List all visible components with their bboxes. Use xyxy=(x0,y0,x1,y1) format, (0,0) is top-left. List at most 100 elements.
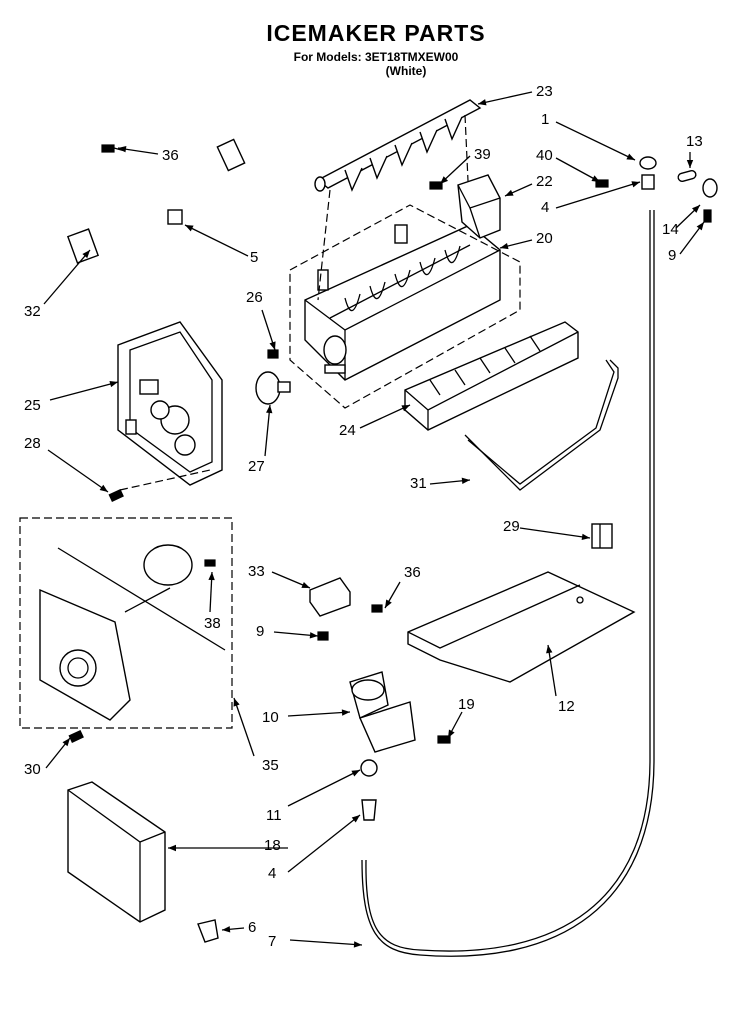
callout-4-bottom: 4 xyxy=(268,865,276,882)
mounting-plate xyxy=(407,571,636,683)
callout-25: 25 xyxy=(24,397,41,414)
color-line: (White) xyxy=(385,64,427,78)
compression-nut xyxy=(360,759,378,777)
callout-31: 31 xyxy=(410,475,427,492)
callout-39: 39 xyxy=(474,146,491,163)
motor-module xyxy=(39,544,226,721)
leader-line xyxy=(555,121,636,161)
heater-part xyxy=(677,170,718,223)
leader-line xyxy=(49,381,119,401)
leader-line xyxy=(233,697,255,757)
callout-19: 19 xyxy=(458,696,475,713)
leader-arrowhead xyxy=(82,250,90,259)
leader-arrowhead xyxy=(631,181,640,188)
leader-arrowhead xyxy=(351,770,360,777)
access-cover xyxy=(67,781,166,923)
leader-arrowhead xyxy=(591,175,600,182)
leader-arrowhead xyxy=(353,941,362,948)
callout-9-top: 9 xyxy=(668,247,676,264)
leader-arrowhead xyxy=(440,176,449,184)
water-tube xyxy=(365,210,651,952)
leader-arrowhead xyxy=(500,242,509,250)
callout-12: 12 xyxy=(558,698,575,715)
water-valve xyxy=(349,671,451,753)
leader-line xyxy=(184,224,249,257)
leader-line xyxy=(359,404,411,429)
callout-9-mid: 9 xyxy=(256,623,264,640)
callout-6: 6 xyxy=(248,919,256,936)
plug xyxy=(197,919,219,943)
leader-arrowhead xyxy=(222,926,231,933)
diagram-title: ICEMAKER PARTS xyxy=(266,20,486,46)
ferrule xyxy=(361,799,377,821)
leader-line xyxy=(264,404,271,457)
leader-arrowhead xyxy=(208,572,215,581)
callout-13: 13 xyxy=(686,133,703,150)
tube-clamp xyxy=(309,577,383,641)
fill-cup xyxy=(457,174,501,239)
screw-28 xyxy=(108,488,124,502)
leader-line xyxy=(287,711,351,717)
water-tube-inner xyxy=(361,210,655,957)
callout-4-top: 4 xyxy=(541,199,549,216)
callout-35: 35 xyxy=(262,757,279,774)
callout-36-top: 36 xyxy=(162,147,179,164)
leader-arrowhead xyxy=(505,189,514,196)
leader-line xyxy=(555,181,641,209)
callout-36-mid: 36 xyxy=(404,564,421,581)
callout-28: 28 xyxy=(24,435,41,452)
module-housing xyxy=(117,321,223,486)
leader-arrowhead xyxy=(461,477,470,484)
leader-line xyxy=(289,939,363,946)
callout-18: 18 xyxy=(264,837,281,854)
leader-arrowhead xyxy=(266,405,273,414)
mounting-bracket xyxy=(404,321,579,431)
leader-arrowhead xyxy=(99,484,108,492)
leader-arrowhead xyxy=(692,205,700,213)
leader-arrowhead xyxy=(185,225,194,232)
leader-arrowhead xyxy=(401,405,410,412)
leader-arrowhead xyxy=(301,581,310,588)
callout-14: 14 xyxy=(662,221,679,238)
callout-7: 7 xyxy=(268,933,276,950)
leader-arrowhead xyxy=(351,815,360,823)
mold-outline-dashed xyxy=(289,204,521,409)
leader-line xyxy=(547,644,557,697)
fill-tube-fitting xyxy=(429,156,657,190)
wire-harness xyxy=(66,138,246,264)
leader-arrowhead xyxy=(341,709,350,716)
callout-24: 24 xyxy=(339,422,356,439)
leader-line xyxy=(47,449,109,493)
ejector-blade-assembly xyxy=(314,99,482,192)
callout-32: 32 xyxy=(24,303,41,320)
leader-line xyxy=(287,769,361,807)
leader-line xyxy=(43,249,91,305)
callout-29: 29 xyxy=(503,518,520,535)
leader-line xyxy=(555,157,601,183)
leader-arrowhead xyxy=(686,160,694,168)
callout-11: 11 xyxy=(266,807,282,824)
icemaker-mold xyxy=(304,224,501,381)
leader-arrowhead xyxy=(269,341,276,350)
leader-line xyxy=(519,527,591,539)
leader-arrowhead xyxy=(309,632,318,639)
callout-30: 30 xyxy=(24,761,41,778)
shutoff-arm xyxy=(464,359,619,491)
models-line: For Models: 3ET18TMXEW00 xyxy=(293,50,459,64)
leader-arrowhead xyxy=(62,738,70,747)
callout-22: 22 xyxy=(536,173,553,190)
callout-27: 27 xyxy=(248,458,265,475)
callout-38: 38 xyxy=(204,615,221,632)
callout-40: 40 xyxy=(536,147,553,164)
leader-arrowhead xyxy=(448,729,455,738)
ejector-alignment-line xyxy=(317,189,331,301)
callout-23: 23 xyxy=(536,83,553,100)
callout-20: 20 xyxy=(536,230,553,247)
thermostat xyxy=(255,349,291,405)
leader-arrowhead xyxy=(626,153,635,160)
leader-arrowhead xyxy=(696,222,704,231)
leader-arrowhead xyxy=(109,380,118,388)
leader-arrowhead xyxy=(233,698,240,707)
callout-1: 1 xyxy=(541,111,549,128)
callout-5: 5 xyxy=(250,249,258,266)
